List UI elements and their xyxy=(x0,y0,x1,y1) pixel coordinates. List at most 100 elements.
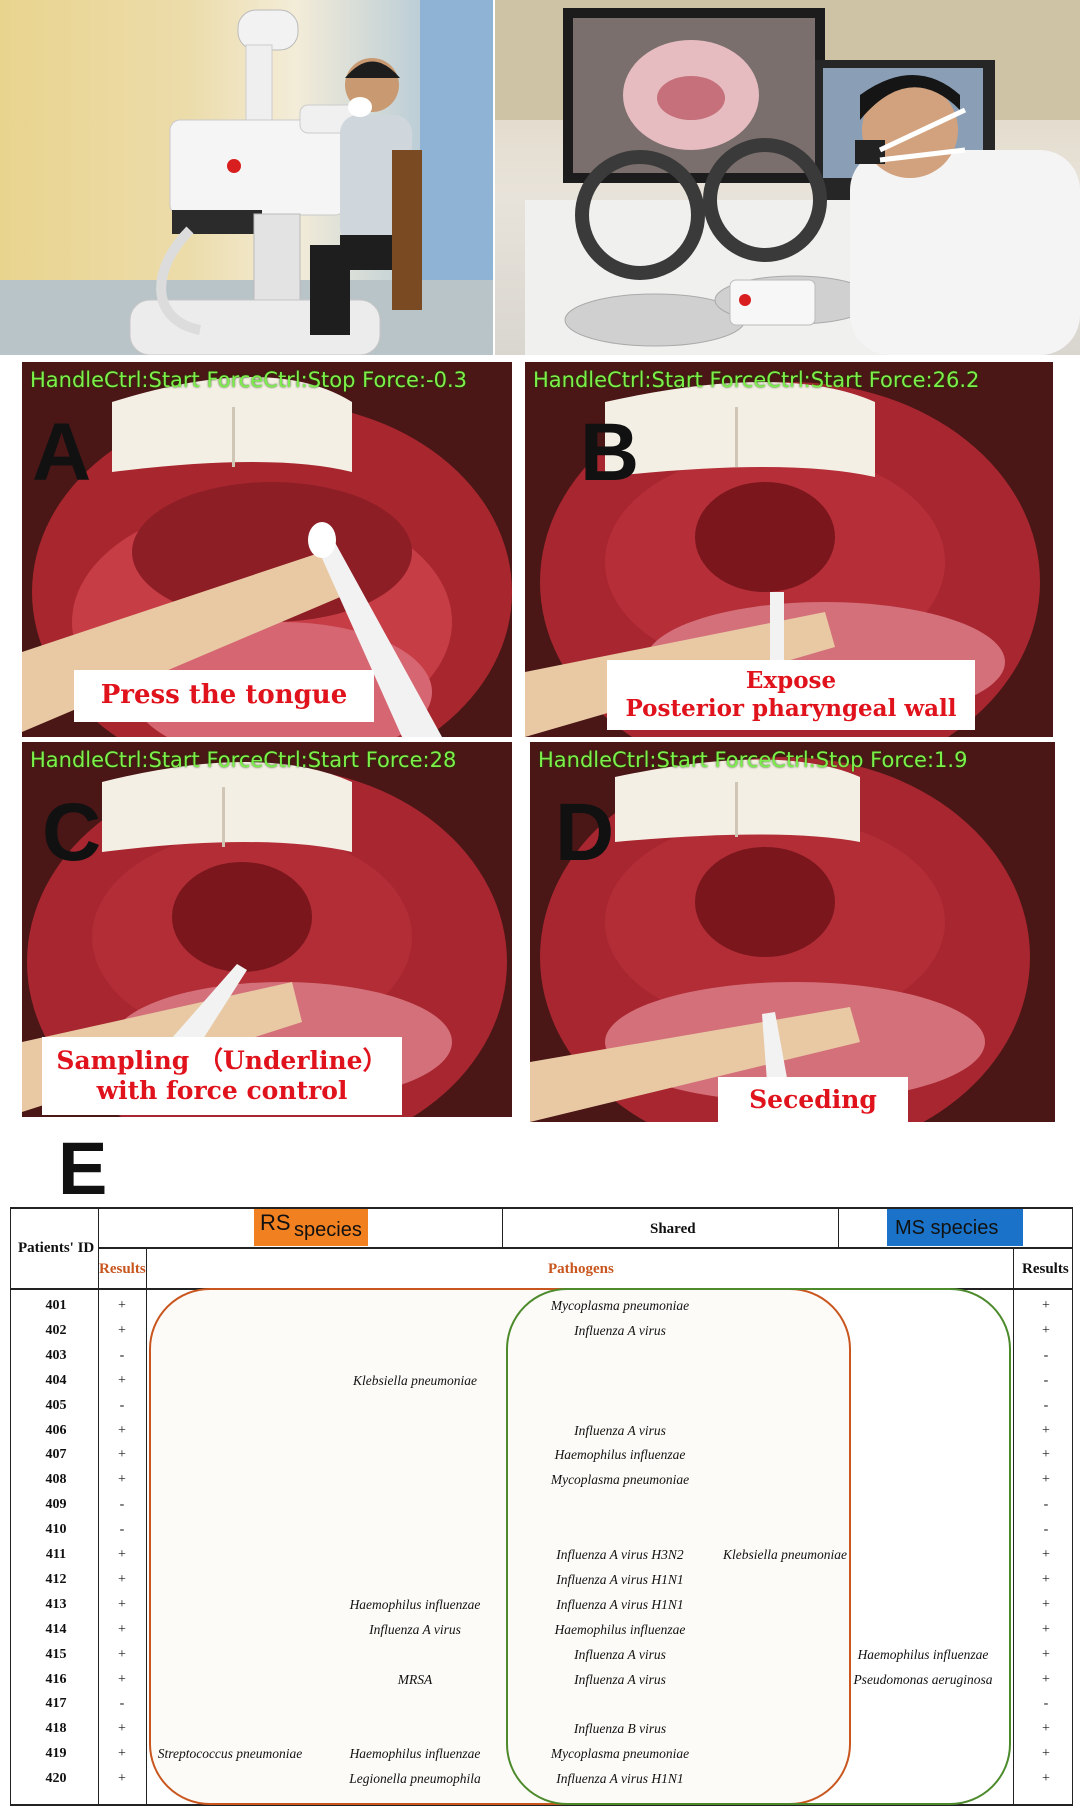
table-row: 401+Mycoplasma pneumoniae+ xyxy=(10,1298,1073,1318)
patient-id: 408 xyxy=(45,1472,67,1488)
ms-only-pathogen: Pseudomonas aeruginosa xyxy=(853,1671,993,1687)
shared-right-divider xyxy=(838,1207,839,1247)
shared-pathogen: Influenza A virus xyxy=(574,1322,666,1338)
pathogen-comparison-table: Patients' ID RS species Shared MS specie… xyxy=(10,1207,1073,1806)
rs-species-boundary xyxy=(149,1288,851,1805)
patient-id: 420 xyxy=(45,1771,67,1787)
rs-species-tag-word: species xyxy=(294,1219,362,1241)
ms-species-tag-label: MS species xyxy=(895,1217,999,1239)
shared-pathogen: Influenza B virus xyxy=(573,1721,667,1737)
table-row: 405-- xyxy=(10,1398,1073,1418)
panel-d-caption: Seceding xyxy=(718,1077,908,1122)
panel-a-caption-line-1: Press the tongue xyxy=(100,680,348,711)
ms-result: + xyxy=(1042,1646,1050,1662)
ms-result: + xyxy=(1042,1671,1050,1687)
ms-result: + xyxy=(1042,1447,1050,1463)
rs-only-pathogen: MRSA xyxy=(397,1671,433,1687)
ms-result: + xyxy=(1042,1771,1050,1787)
patient-id: 419 xyxy=(45,1746,67,1762)
patient-id: 414 xyxy=(45,1621,67,1637)
panel-d: HandleCtrl:Start ForceCtrl:Stop Force:1.… xyxy=(530,742,1055,1122)
shared-pathogen: Influenza A virus H1N1 xyxy=(556,1771,684,1787)
rs-species-tag: RS species xyxy=(254,1209,368,1246)
ms-result: + xyxy=(1042,1322,1050,1338)
panel-c: HandleCtrl:Start ForceCtrl:Start Force:2… xyxy=(22,742,512,1117)
shared-pathogen: Mycoplasma pneumoniae xyxy=(550,1746,690,1762)
table-left-border xyxy=(10,1207,11,1806)
patient-id: 401 xyxy=(45,1298,67,1313)
rs-result: + xyxy=(118,1547,126,1562)
table-row: 408+Mycoplasma pneumoniae+ xyxy=(10,1472,1073,1492)
patient-id: 404 xyxy=(45,1372,67,1388)
patient-id: 411 xyxy=(45,1547,67,1562)
ms-result: + xyxy=(1042,1596,1050,1612)
panel-e-letter: E xyxy=(58,1127,108,1210)
rs-result: + xyxy=(118,1721,126,1737)
ms-result: + xyxy=(1042,1472,1050,1488)
table-row: 409-- xyxy=(10,1497,1073,1517)
rs-result: + xyxy=(118,1646,126,1662)
patient-id: 409 xyxy=(45,1497,67,1513)
results-right-header: Results xyxy=(1022,1261,1069,1277)
shared-pathogen: Influenza A virus H1N1 xyxy=(556,1571,684,1587)
rs-result: - xyxy=(119,1497,125,1513)
patient-id: 403 xyxy=(45,1347,67,1363)
patient-id: 415 xyxy=(45,1646,67,1662)
rs-result: + xyxy=(118,1372,126,1388)
rs-result: + xyxy=(118,1447,126,1463)
ms-only-pathogen: Klebsiella pneumoniae xyxy=(722,1547,848,1562)
table-row: 417-- xyxy=(10,1696,1073,1716)
results-left-header: Results xyxy=(99,1261,146,1277)
panel-b: HandleCtrl:Start ForceCtrl:Start Force:2… xyxy=(525,362,1053,737)
table-row: 412+Influenza A virus H1N1+ xyxy=(10,1572,1073,1592)
rs-result: + xyxy=(118,1771,126,1787)
patient-id: 416 xyxy=(45,1671,67,1687)
panel-d-caption-line-1: Seceding xyxy=(749,1084,877,1114)
panel-b-caption-line-2: Posterior pharyngeal wall xyxy=(625,695,957,722)
ms-result: - xyxy=(1043,1522,1049,1538)
table-row: 404+Klebsiella pneumoniae- xyxy=(10,1373,1073,1393)
rs-only-pathogen: Haemophilus influenzae xyxy=(349,1746,481,1762)
ms-result: + xyxy=(1042,1571,1050,1587)
rs-result: + xyxy=(118,1671,126,1687)
patient-id: 417 xyxy=(45,1696,67,1712)
table-row: 418+Influenza B virus+ xyxy=(10,1721,1073,1741)
rs-result: + xyxy=(118,1298,126,1313)
table-top-border xyxy=(10,1207,1073,1209)
shared-pathogen: Haemophilus influenzae xyxy=(554,1447,686,1463)
shared-pathogen: Influenza A virus H1N1 xyxy=(556,1596,684,1612)
rs-result: - xyxy=(119,1347,125,1363)
ms-result: + xyxy=(1042,1547,1050,1562)
panel-c-caption-line-2: with force control xyxy=(96,1076,348,1105)
panel-c-letter: C xyxy=(42,787,102,878)
pathogens-header: Pathogens xyxy=(548,1261,614,1277)
shared-header: Shared xyxy=(650,1221,696,1237)
patient-id: 406 xyxy=(45,1422,67,1438)
patient-id: 402 xyxy=(45,1322,67,1338)
ms-result: - xyxy=(1043,1696,1049,1712)
panel-a-caption: Press the tongue xyxy=(74,670,374,722)
patient-id: 413 xyxy=(45,1596,67,1612)
patients-id-header: Patients' ID xyxy=(18,1240,95,1256)
rs-result: + xyxy=(118,1571,126,1587)
ms-only-pathogen: Haemophilus influenzae xyxy=(857,1646,989,1662)
patient-id: 407 xyxy=(45,1447,67,1463)
id-column-divider xyxy=(98,1207,99,1806)
rs-species-tag-abbr: RS xyxy=(260,1210,291,1235)
rs-only-pathogen: Streptococcus pneumoniae xyxy=(157,1746,303,1762)
panel-a-letter: A xyxy=(32,407,92,498)
table-row: 406+Influenza A virus+ xyxy=(10,1423,1073,1443)
table-row: 403 - - xyxy=(10,1348,1073,1368)
left-results-divider xyxy=(146,1249,147,1806)
panel-c-status: HandleCtrl:Start ForceCtrl:Start Force:2… xyxy=(30,748,457,772)
rs-only-pathogen: Haemophilus influenzae xyxy=(349,1596,481,1612)
rs-result: - xyxy=(119,1397,125,1413)
operator-console-photo xyxy=(495,0,1080,355)
ms-result: - xyxy=(1043,1347,1049,1363)
ms-result: - xyxy=(1043,1372,1049,1388)
